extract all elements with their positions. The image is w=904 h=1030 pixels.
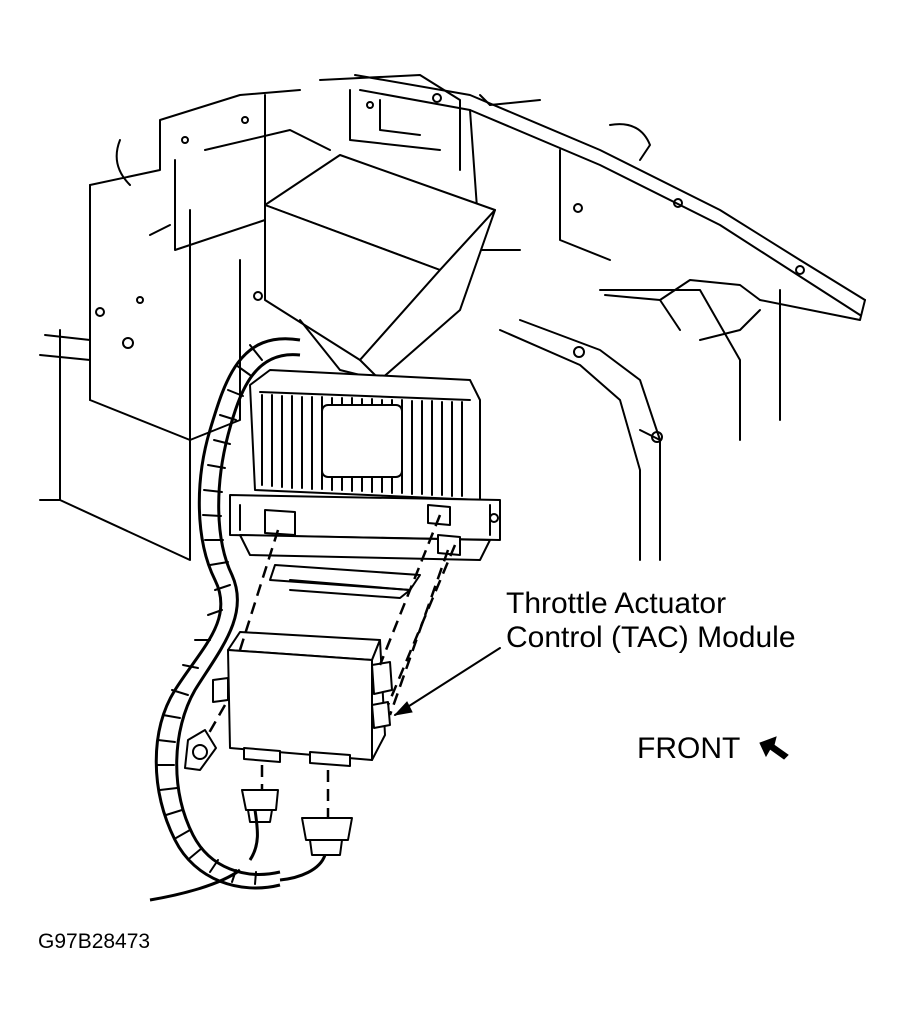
assembly-lines [238,514,457,820]
engine-control-module [229,369,501,599]
mounting-bolt [184,704,227,771]
callout-leader [393,647,501,716]
callout-label-line1: Throttle Actuator [506,587,727,620]
air-intake-duct [264,154,496,381]
tac-module [212,631,393,767]
wiring-harness [149,337,327,902]
body-panels [39,74,461,561]
front-arrow-icon [759,736,789,760]
front-label: FRONT [637,732,741,765]
harness-connectors [241,789,353,856]
callout-label-line2: Control (TAC) Module [506,621,796,654]
cowl-fender [354,74,866,561]
figure-id: G97B28473 [38,930,151,953]
